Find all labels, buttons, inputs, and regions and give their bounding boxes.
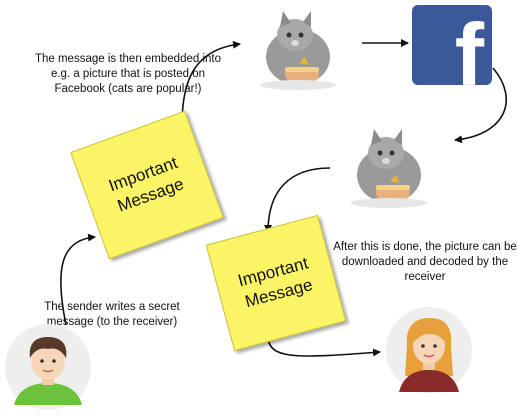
- cat-photo-posted: [260, 11, 336, 90]
- caption-download: After this is done, the picture can be d…: [333, 241, 517, 283]
- caption-embed: The message is then embedded into e.g. a…: [34, 53, 222, 95]
- cat-photo-downloaded: [351, 129, 427, 208]
- sender-avatar: [5, 324, 91, 410]
- note-text: Important Message: [235, 253, 315, 312]
- facebook-logo: f: [412, 5, 492, 85]
- facebook-letter: f: [454, 5, 484, 86]
- arrow-note-to-receiver: [267, 337, 381, 357]
- sticky-note-important-message-received: Important Message: [205, 214, 347, 352]
- sticky-note-important-message: Important Message: [70, 110, 224, 260]
- caption-sender: The sender writes a secret message (to t…: [44, 301, 180, 328]
- note-text: Important Message: [106, 152, 187, 216]
- receiver-avatar: [386, 307, 472, 393]
